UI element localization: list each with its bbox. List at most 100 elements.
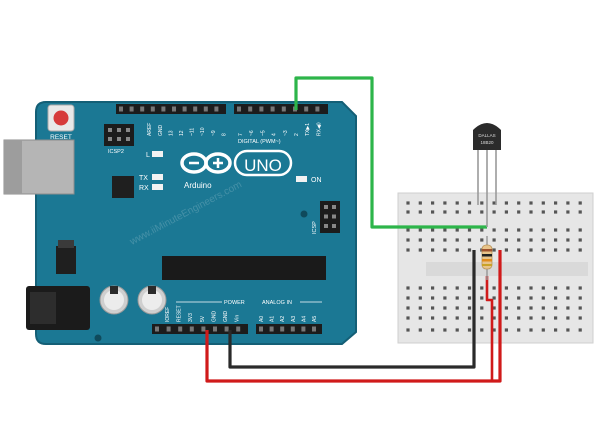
breadboard-hole bbox=[418, 228, 422, 232]
on-label: ON bbox=[311, 177, 322, 184]
header-pin bbox=[312, 326, 316, 332]
breadboard-hole bbox=[578, 228, 582, 232]
breadboard-hole bbox=[541, 248, 545, 252]
header-pin bbox=[172, 106, 176, 112]
analog-pin-label: A0 bbox=[259, 316, 265, 322]
ds18b20-sensor: DALLAS 18B20 bbox=[473, 123, 501, 227]
breadboard-hole bbox=[504, 228, 508, 232]
breadboard-hole bbox=[517, 296, 521, 300]
voltage-regulator bbox=[56, 246, 76, 274]
sensor-text-line2: 18B20 bbox=[480, 140, 494, 145]
breadboard-hole bbox=[504, 306, 508, 310]
breadboard-hole bbox=[431, 306, 435, 310]
breadboard-hole bbox=[492, 296, 496, 300]
reset-button-cap bbox=[53, 110, 69, 126]
breadboard-hole bbox=[578, 238, 582, 242]
breadboard-hole bbox=[443, 201, 447, 205]
breadboard-hole bbox=[455, 306, 459, 310]
header-pin bbox=[259, 326, 263, 332]
breadboard-hole bbox=[418, 201, 422, 205]
header-pin bbox=[214, 106, 219, 112]
sensor-text-line1: DALLAS bbox=[478, 133, 495, 138]
led-tx bbox=[152, 174, 163, 180]
breadboard-hole bbox=[554, 228, 558, 232]
header-pin bbox=[201, 326, 206, 332]
digital-pin-label: ~6 bbox=[249, 130, 255, 136]
icsp-pin bbox=[332, 205, 336, 209]
header-pin bbox=[224, 326, 229, 332]
sensor-body bbox=[473, 123, 501, 150]
breadboard-hole bbox=[578, 286, 582, 290]
icsp-pin bbox=[324, 224, 328, 228]
breadboard-hole bbox=[541, 296, 545, 300]
breadboard-hole bbox=[467, 306, 472, 310]
header-pin bbox=[290, 326, 295, 332]
ground-wire bbox=[228, 250, 476, 369]
breadboard-hole bbox=[492, 238, 496, 242]
breadboard-hole bbox=[517, 228, 521, 232]
power-pin-label: 5V bbox=[200, 315, 206, 322]
digital-pin-label: 4 bbox=[272, 133, 278, 136]
arduino-board: RESET ICSP2 L TX RX ON bbox=[3, 101, 357, 345]
breadboard-hole bbox=[418, 210, 422, 214]
breadboard-hole bbox=[554, 201, 558, 205]
breadboard-hole bbox=[566, 201, 570, 205]
mounting-hole bbox=[300, 210, 308, 218]
icsp2-pin bbox=[108, 137, 112, 141]
power-pin-label: IOREF bbox=[165, 307, 171, 322]
breadboard-hole bbox=[517, 286, 521, 290]
breadboard-holes bbox=[406, 201, 582, 332]
breadboard-hole bbox=[443, 306, 447, 310]
breadboard-hole bbox=[554, 328, 558, 332]
breadboard-hole bbox=[566, 296, 570, 300]
breadboard-hole bbox=[529, 286, 533, 290]
analog-pin-label: A4 bbox=[301, 316, 307, 322]
header-pin bbox=[213, 326, 217, 332]
breadboard-hole bbox=[529, 328, 533, 332]
breadboard-hole bbox=[467, 328, 472, 332]
breadboard-hole bbox=[418, 238, 422, 242]
breadboard-hole bbox=[443, 210, 447, 214]
breadboard-hole bbox=[480, 296, 484, 300]
analog-pin-label: A1 bbox=[270, 316, 276, 322]
breadboard-hole bbox=[431, 316, 435, 320]
breadboard-hole bbox=[566, 238, 570, 242]
breadboard-hole bbox=[566, 228, 570, 232]
icsp2-pins bbox=[108, 128, 130, 141]
icsp-pin bbox=[324, 205, 328, 209]
breadboard-hole bbox=[566, 248, 570, 252]
icsp2-header bbox=[104, 124, 134, 146]
breadboard-hole bbox=[431, 328, 435, 332]
breadboard-hole bbox=[455, 316, 459, 320]
digital-pin-label: RX◀0 bbox=[316, 122, 322, 136]
breadboard-hole bbox=[504, 328, 508, 332]
icsp2-pin bbox=[117, 137, 121, 141]
breadboard-hole bbox=[541, 210, 545, 214]
breadboard-hole bbox=[541, 306, 545, 310]
breadboard-hole bbox=[455, 296, 459, 300]
icsp-pin bbox=[332, 214, 336, 219]
breadboard bbox=[397, 192, 594, 344]
power-pin-label: GND bbox=[211, 311, 217, 323]
icsp-pins bbox=[324, 205, 336, 228]
breadboard-hole bbox=[504, 248, 508, 252]
breadboard-hole bbox=[554, 210, 558, 214]
breadboard-hole bbox=[467, 286, 472, 290]
breadboard-hole bbox=[406, 306, 410, 310]
breadboard-hole bbox=[529, 248, 533, 252]
data-wire bbox=[294, 76, 487, 229]
power-pin-label: 3V3 bbox=[188, 313, 194, 322]
header-pin bbox=[178, 326, 183, 332]
digital-header-left bbox=[116, 104, 226, 114]
breadboard-hole bbox=[467, 248, 472, 252]
digital-pin-label: 8 bbox=[221, 133, 227, 136]
breadboard-hole bbox=[467, 296, 472, 300]
arduino-logo bbox=[180, 149, 293, 177]
breadboard-hole bbox=[480, 286, 484, 290]
breadboard-hole bbox=[418, 316, 422, 320]
led-tx-label: TX bbox=[139, 175, 148, 182]
atmega-chip bbox=[162, 256, 326, 280]
breadboard-hole bbox=[418, 248, 422, 252]
icsp2-pin bbox=[108, 128, 112, 132]
